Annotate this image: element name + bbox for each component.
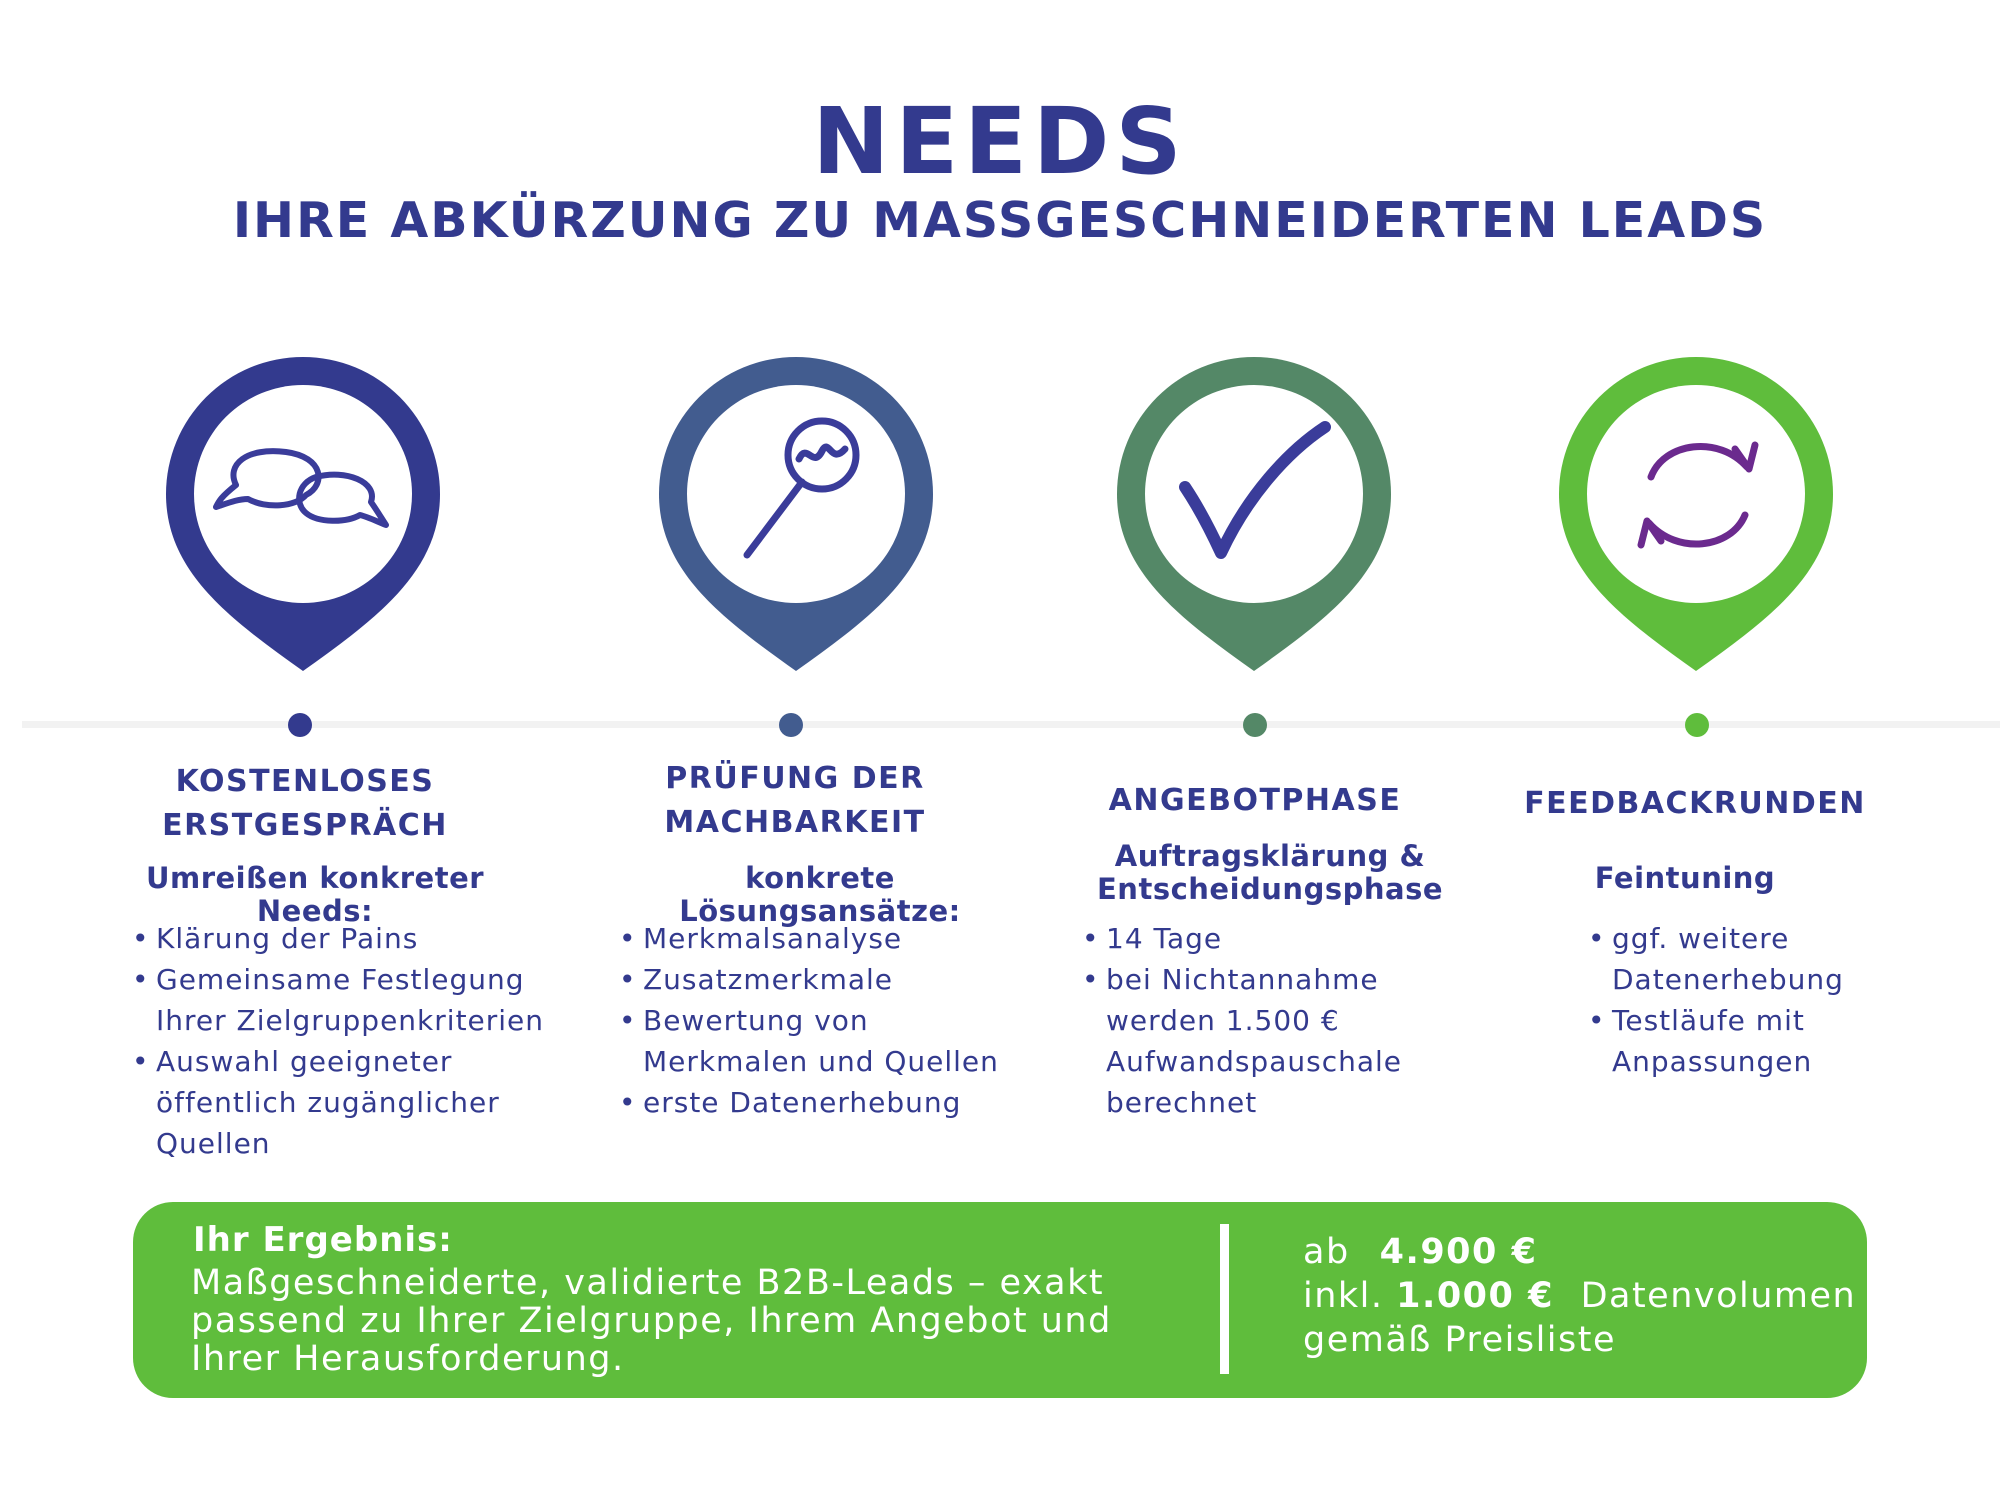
list-item: Klärung der Pains: [132, 918, 552, 959]
list-item-line: Merkmalsanalyse: [643, 922, 903, 955]
step-1-dot: [288, 713, 312, 737]
list-item: Merkmalsanalyse: [619, 918, 1019, 959]
step-3-subheading: Auftragsklärung & Entscheidungsphase: [1080, 840, 1460, 906]
price-prefix: ab: [1303, 1232, 1350, 1272]
result-text: Maßgeschneiderte, validierte B2B-Leads –…: [191, 1263, 1112, 1379]
step-4-subheading: Feintuning: [1520, 862, 1850, 895]
step-4-pin: [1559, 357, 1833, 671]
step-4-heading-line: FEEDBACKRUNDEN: [1524, 786, 1866, 821]
list-item: erste Datenerhebung: [619, 1082, 1019, 1123]
list-item: Zusatzmerkmale: [619, 959, 1019, 1000]
speech-bubbles-icon: [213, 448, 389, 528]
list-item: bei Nichtannahme werden 1.500 € Aufwandspa…: [1082, 959, 1462, 1123]
step-3-heading: ANGEBOTPHASE: [1080, 779, 1430, 823]
step-1-heading-line: ERSTGESPRÄCH: [162, 808, 448, 843]
list-item-line: bei Nichtannahme: [1106, 963, 1379, 996]
step-3-bullet-list: 14 Tage bei Nichtannahme werden 1.500 € Au…: [1082, 918, 1462, 1123]
included-prefix: inkl.: [1303, 1276, 1384, 1316]
step-3-heading-line: ANGEBOTPHASE: [1108, 783, 1402, 818]
step-2-heading: PRÜFUNG DER MACHBARKEIT: [620, 757, 970, 845]
result-divider: [1220, 1224, 1229, 1374]
list-item-line: erste Datenerhebung: [643, 1086, 962, 1119]
step-4-dot: [1685, 713, 1709, 737]
timeline-line: [22, 721, 2000, 728]
step-1-heading: KOSTENLOSES ERSTGESPRÄCH: [130, 760, 480, 848]
list-item-line: Ihrer Zielgruppenkriterien: [156, 1004, 545, 1037]
checkmark-icon: [1179, 421, 1331, 559]
list-item-line: Klärung der Pains: [156, 922, 419, 955]
list-item-line: Testläufe mit: [1612, 1004, 1805, 1037]
page-subtitle: IHRE ABKÜRZUNG ZU MASSGESCHNEIDERTEN LEA…: [232, 192, 1768, 249]
page-title: NEEDS: [812, 88, 1188, 195]
refresh-arrows-icon: [1637, 441, 1759, 549]
list-item-line: Datenerhebung: [1612, 963, 1844, 996]
list-item-line: öffentlich zugänglicher: [156, 1086, 500, 1119]
step-4-subheading-line: Feintuning: [1594, 861, 1776, 895]
step-1-heading-line: KOSTENLOSES: [175, 764, 435, 799]
step-3-dot: [1243, 713, 1267, 737]
price-note: gemäß Preisliste: [1303, 1320, 1617, 1360]
step-1-pin: [166, 357, 440, 671]
list-item-line: Quellen: [156, 1127, 271, 1160]
step-4-heading: FEEDBACKRUNDEN: [1520, 782, 1870, 826]
step-2-pin: [659, 357, 933, 671]
step-2-heading-line: PRÜFUNG DER: [665, 761, 925, 796]
result-label: Ihr Ergebnis:: [193, 1220, 453, 1260]
included-suffix: Datenvolumen: [1580, 1276, 1857, 1316]
step-3-subheading-line: Auftragsklärung &: [1114, 839, 1426, 873]
list-item-line: Zusatzmerkmale: [643, 963, 894, 996]
step-2-bullet-list: Merkmalsanalyse Zusatzmerkmale Bewertung…: [619, 918, 1019, 1123]
price-block: ab 4.900 € inkl. 1.000 € Datenvolumen gem…: [1303, 1230, 1863, 1362]
list-item-line: ggf. weitere: [1612, 922, 1790, 955]
list-item-line: Merkmalen und Quellen: [643, 1045, 999, 1078]
list-item-line: werden 1.500 €: [1106, 1004, 1340, 1037]
step-3-pin: [1117, 357, 1391, 671]
list-item-line: Bewertung von: [643, 1004, 869, 1037]
included-volume-line: inkl. 1.000 € Datenvolumen: [1303, 1274, 1863, 1318]
list-item-line: berechnet: [1106, 1086, 1258, 1119]
list-item-line: Auswahl geeigneter: [156, 1045, 453, 1078]
included-value: 1.000 €: [1396, 1276, 1554, 1316]
step-2-heading-line: MACHBARKEIT: [664, 805, 926, 840]
list-item-line: 14 Tage: [1106, 922, 1223, 955]
magnifying-glass-icon: [743, 417, 860, 559]
step-3-subheading-line: Entscheidungsphase: [1097, 872, 1443, 906]
result-banner: Ihr Ergebnis: Maßgeschneiderte, validier…: [133, 1202, 1867, 1398]
step-1-bullet-list: Klärung der Pains Gemeinsame FestlegungI…: [132, 918, 552, 1164]
list-item: Auswahl geeigneter öffentlich zugängliche…: [132, 1041, 552, 1164]
list-item-line: Anpassungen: [1612, 1045, 1813, 1078]
list-item-line: Aufwandspauschale: [1106, 1045, 1403, 1078]
price-value: 4.900 €: [1379, 1232, 1538, 1272]
list-item-line: Gemeinsame Festlegung: [156, 963, 525, 996]
list-item: 14 Tage: [1082, 918, 1462, 959]
price-line: ab 4.900 €: [1303, 1230, 1863, 1274]
step-2-dot: [779, 713, 803, 737]
